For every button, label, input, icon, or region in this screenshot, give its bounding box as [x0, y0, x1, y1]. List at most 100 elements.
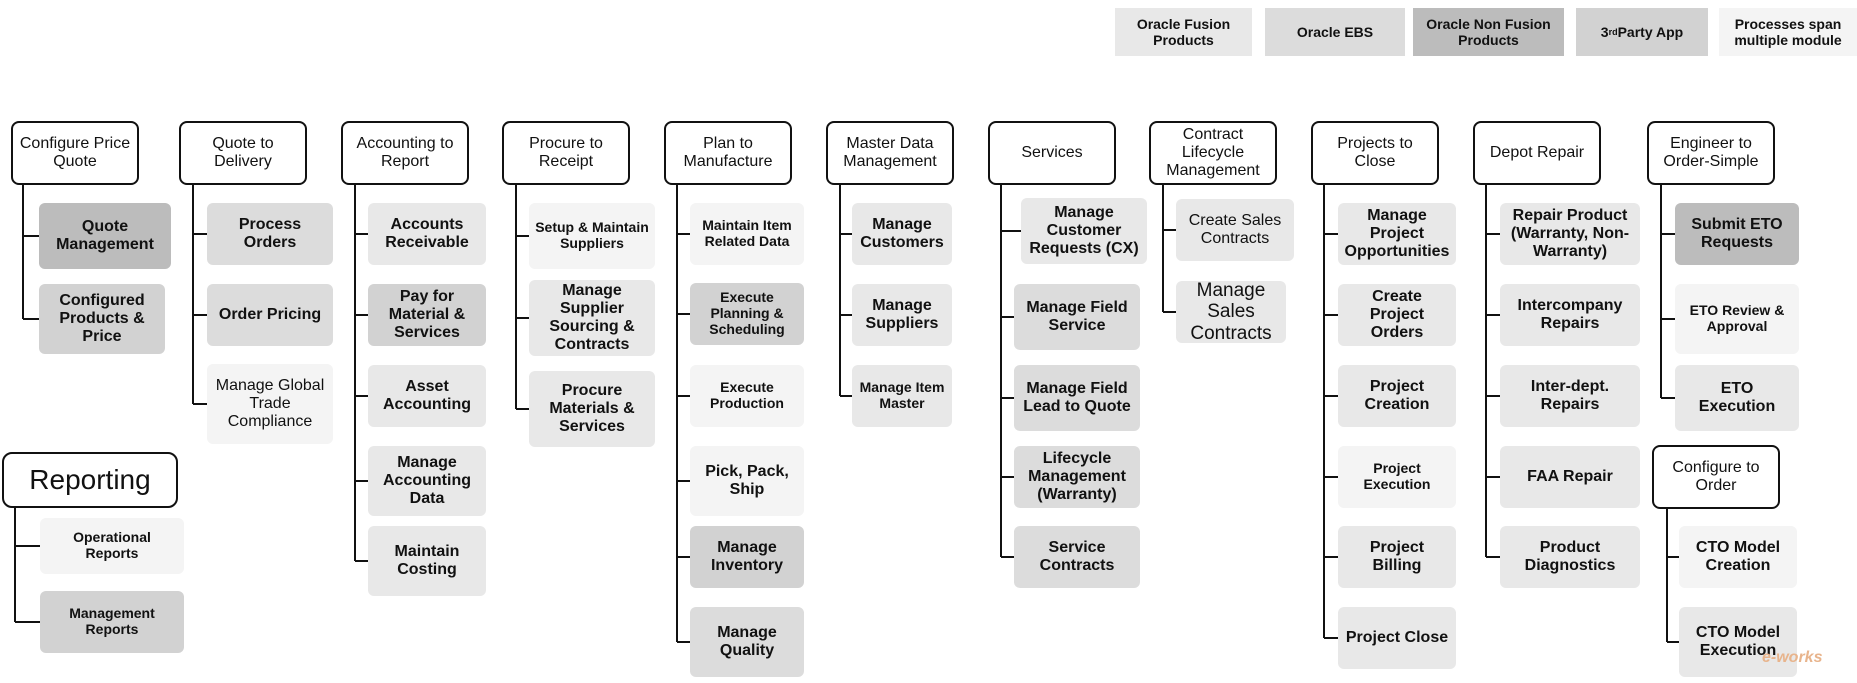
connector-line [1486, 233, 1500, 235]
group-header-projects-to-close: Projects to Close [1311, 121, 1439, 185]
connector-line [23, 235, 39, 237]
connector-line [1001, 397, 1014, 399]
connector-line [1486, 476, 1500, 478]
connector-line [677, 556, 690, 558]
connector-line [1163, 229, 1176, 231]
group-header-services: Services [988, 121, 1116, 185]
process-manage-field-service: Manage Field Service [1014, 284, 1140, 350]
process-execute-production: Execute Production [690, 365, 804, 427]
connector-line [1001, 556, 1014, 558]
legend-processes-span-multiple-module: Processes span multiple module [1719, 8, 1857, 56]
process-product-diagnostics: Product Diagnostics [1500, 526, 1640, 588]
process-intercompany-repairs: Intercompany Repairs [1500, 284, 1640, 346]
connector-line [677, 395, 690, 397]
process-process-orders: Process Orders [207, 203, 333, 265]
group-header-plan-to-manufacture: Plan to Manufacture [664, 121, 792, 185]
process-project-close: Project Close [1338, 607, 1456, 669]
process-project-execution: Project Execution [1338, 446, 1456, 508]
process-create-project-orders: Create Project Orders [1338, 284, 1456, 346]
process-project-billing: Project Billing [1338, 526, 1456, 588]
process-accounts-receivable: Accounts Receivable [368, 203, 486, 265]
connector-line [677, 641, 690, 643]
connector-line [677, 313, 690, 315]
process-asset-accounting: Asset Accounting [368, 365, 486, 427]
process-service-contracts: Service Contracts [1014, 526, 1140, 588]
process-project-creation: Project Creation [1338, 365, 1456, 427]
connector-line [1324, 395, 1338, 397]
connector-line [1001, 316, 1014, 318]
connector-line [1486, 395, 1500, 397]
legend-oracle-ebs: Oracle EBS [1265, 8, 1405, 56]
process-management-reports: Management Reports [40, 591, 184, 653]
connector-line [354, 185, 356, 561]
connector-line [516, 317, 529, 319]
connector-line [1162, 185, 1164, 312]
group-header-configure-to-order: Configure to Order [1652, 445, 1780, 509]
connector-line [1486, 556, 1500, 558]
connector-line [193, 403, 207, 405]
connector-line [355, 480, 368, 482]
process-manage-customers: Manage Customers [852, 203, 952, 265]
process-operational-reports: Operational Reports [40, 518, 184, 574]
process-manage-project-opportunities: Manage Project Opportunities [1338, 203, 1456, 265]
connector-line [193, 314, 207, 316]
connector-line [1323, 185, 1325, 638]
process-manage-suppliers: Manage Suppliers [852, 284, 952, 346]
process-maintain-costing: Maintain Costing [368, 526, 486, 596]
group-header-accounting-to-report: Accounting to Report [341, 121, 469, 185]
process-repair-product-warranty-non-warranty: Repair Product (Warranty, Non-Warranty) [1500, 203, 1640, 265]
connector-line [1667, 556, 1679, 558]
watermark: e-works [1762, 649, 1823, 666]
connector-line [1485, 185, 1487, 557]
process-manage-item-master: Manage Item Master [852, 365, 952, 427]
process-manage-quality: Manage Quality [690, 607, 804, 677]
connector-line [516, 235, 529, 237]
connector-line [1661, 233, 1675, 235]
group-header-contract-lifecycle-management: Contract Lifecycle Management [1149, 121, 1277, 185]
connector-line [840, 395, 852, 397]
legend-oracle-non-fusion-products: Oracle Non Fusion Products [1413, 8, 1564, 56]
connector-line [677, 480, 690, 482]
process-execute-planning-scheduling: Execute Planning & Scheduling [690, 283, 804, 345]
group-header-depot-repair: Depot Repair [1473, 121, 1601, 185]
connector-line [1000, 185, 1002, 557]
connector-line [1660, 185, 1662, 398]
connector-line [839, 185, 841, 396]
process-create-sales-contracts: Create Sales Contracts [1176, 199, 1294, 261]
process-faa-repair: FAA Repair [1500, 446, 1640, 508]
connector-line [1324, 314, 1338, 316]
group-header-master-data-management: Master Data Management [826, 121, 954, 185]
connector-line [516, 408, 529, 410]
process-cto-model-execution: CTO Model Execution [1679, 607, 1797, 677]
connector-line [355, 233, 368, 235]
connector-line [1163, 311, 1176, 313]
connector-line [23, 318, 39, 320]
connector-line [15, 621, 40, 623]
process-manage-global-trade-compliance: Manage Global Trade Compliance [207, 364, 333, 444]
connector-line [355, 560, 368, 562]
connector-line [15, 545, 40, 547]
connector-line [1661, 318, 1675, 320]
process-inter-dept-repairs: Inter-dept. Repairs [1500, 365, 1640, 427]
group-header-reporting: Reporting [2, 452, 178, 508]
process-procure-materials-services: Procure Materials & Services [529, 371, 655, 447]
process-lifecycle-management-warranty: Lifecycle Management (Warranty) [1014, 446, 1140, 508]
connector-line [1324, 556, 1338, 558]
connector-line [840, 233, 852, 235]
connector-line [1661, 397, 1675, 399]
legend-text: 3 [1600, 23, 1609, 40]
process-manage-inventory: Manage Inventory [690, 526, 804, 588]
process-submit-eto-requests: Submit ETO Requests [1675, 203, 1799, 265]
process-manage-supplier-sourcing-contracts: Manage Supplier Sourcing & Contracts [529, 280, 655, 356]
connector-line [1001, 230, 1021, 232]
connector-line [1324, 476, 1338, 478]
connector-line [1486, 314, 1500, 316]
connector-line [1324, 637, 1338, 639]
process-setup-maintain-suppliers: Setup & Maintain Suppliers [529, 203, 655, 269]
group-header-engineer-to-order-simple: Engineer to Order-Simple [1647, 121, 1775, 185]
process-quote-management: Quote Management [39, 203, 171, 269]
connector-line [1666, 509, 1668, 642]
process-order-pricing: Order Pricing [207, 284, 333, 346]
